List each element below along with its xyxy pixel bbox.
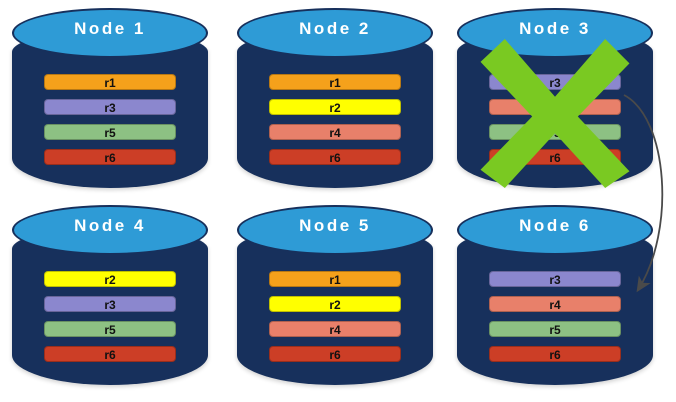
record-bar[interactable]: r3: [44, 99, 176, 115]
cylinder-top-ellipse: [12, 8, 208, 58]
record-bar[interactable]: r6: [489, 149, 621, 165]
record-bar[interactable]: r5: [44, 321, 176, 337]
record-bar[interactable]: r2: [269, 296, 401, 312]
record-bar[interactable]: r2: [269, 99, 401, 115]
record-bar[interactable]: r6: [489, 346, 621, 362]
record-bar[interactable]: r2: [44, 271, 176, 287]
record-bar[interactable]: r1: [44, 74, 176, 90]
record-list: r2 r3 r5 r6: [44, 271, 176, 362]
record-bar[interactable]: r5: [44, 124, 176, 140]
record-list: r1 r2 r4 r6: [269, 271, 401, 362]
record-bar[interactable]: r6: [269, 149, 401, 165]
record-bar[interactable]: r4: [269, 321, 401, 337]
record-bar[interactable]: r4: [489, 99, 621, 115]
record-bar[interactable]: r3: [489, 74, 621, 90]
record-list: r3 r4 r5 r6: [489, 74, 621, 165]
record-list: r1 r3 r5 r6: [44, 74, 176, 165]
record-bar[interactable]: r5: [489, 321, 621, 337]
record-bar[interactable]: r3: [44, 296, 176, 312]
record-list: r1 r2 r4 r6: [269, 74, 401, 165]
cylinder-top-ellipse: [237, 8, 433, 58]
cylinder-top-ellipse: [237, 205, 433, 255]
record-bar[interactable]: r6: [269, 346, 401, 362]
cylinder-top-ellipse: [457, 205, 653, 255]
record-bar[interactable]: r5: [489, 124, 621, 140]
record-bar[interactable]: r4: [269, 124, 401, 140]
record-list: r3 r4 r5 r6: [489, 271, 621, 362]
record-bar[interactable]: r1: [269, 271, 401, 287]
record-bar[interactable]: r6: [44, 149, 176, 165]
cylinder-top-ellipse: [12, 205, 208, 255]
record-bar[interactable]: r6: [44, 346, 176, 362]
record-bar[interactable]: r3: [489, 271, 621, 287]
record-bar[interactable]: r1: [269, 74, 401, 90]
record-bar[interactable]: r4: [489, 296, 621, 312]
cylinder-top-ellipse: [457, 8, 653, 58]
